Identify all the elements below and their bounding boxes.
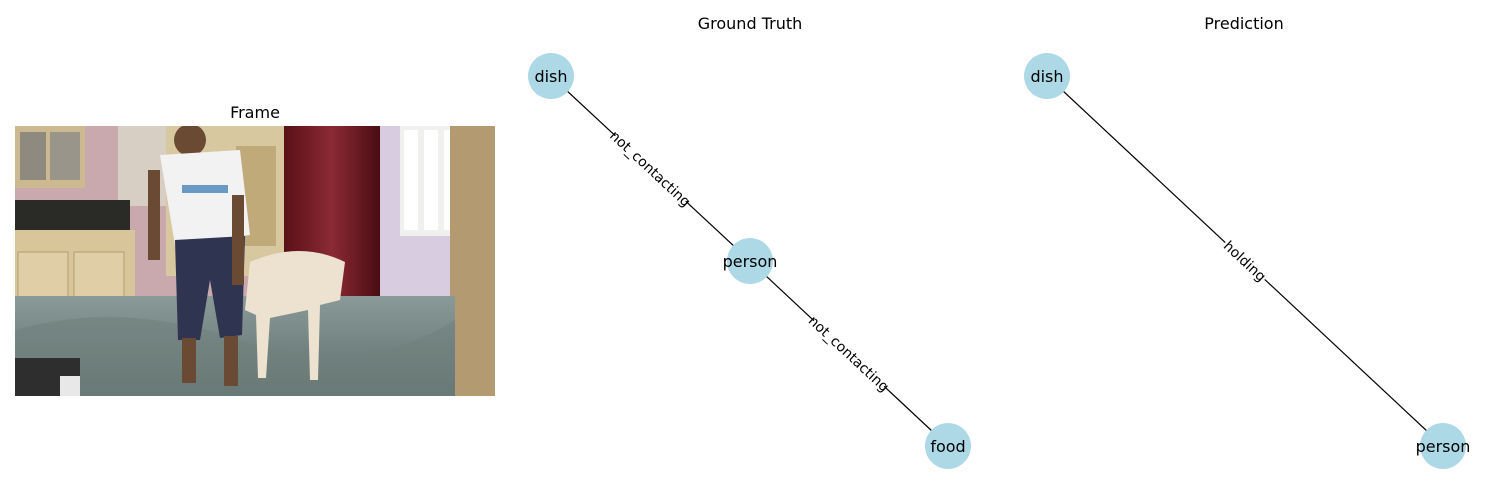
gt-node-food: food xyxy=(925,423,971,469)
svg-text:holding: holding xyxy=(1220,238,1269,285)
frame-image xyxy=(15,126,495,396)
svg-text:dish: dish xyxy=(534,67,567,86)
gt-node-person: person xyxy=(723,238,778,284)
pred-node-dish: dish xyxy=(1024,53,1070,99)
gt-edge-label-person-food: not_contacting xyxy=(805,313,892,396)
svg-text:not_contacting: not_contacting xyxy=(606,128,693,210)
prediction-graph: holding dish person xyxy=(1024,53,1470,469)
frame-title: Frame xyxy=(230,103,280,122)
svg-text:food: food xyxy=(930,437,965,456)
ground-truth-graph: not_contacting not_contacting dish perso… xyxy=(528,53,971,469)
svg-text:person: person xyxy=(1416,437,1471,456)
svg-text:person: person xyxy=(723,252,778,271)
svg-text:not_contacting: not_contacting xyxy=(805,313,892,396)
pred-edge-label-dish-person: holding xyxy=(1219,236,1271,286)
pred-node-person: person xyxy=(1416,423,1471,469)
gt-edge-label-dish-person: not_contacting xyxy=(606,128,693,210)
gt-node-dish: dish xyxy=(528,53,574,99)
svg-text:dish: dish xyxy=(1030,67,1063,86)
ground-truth-title: Ground Truth xyxy=(698,14,803,33)
prediction-title: Prediction xyxy=(1204,14,1283,33)
